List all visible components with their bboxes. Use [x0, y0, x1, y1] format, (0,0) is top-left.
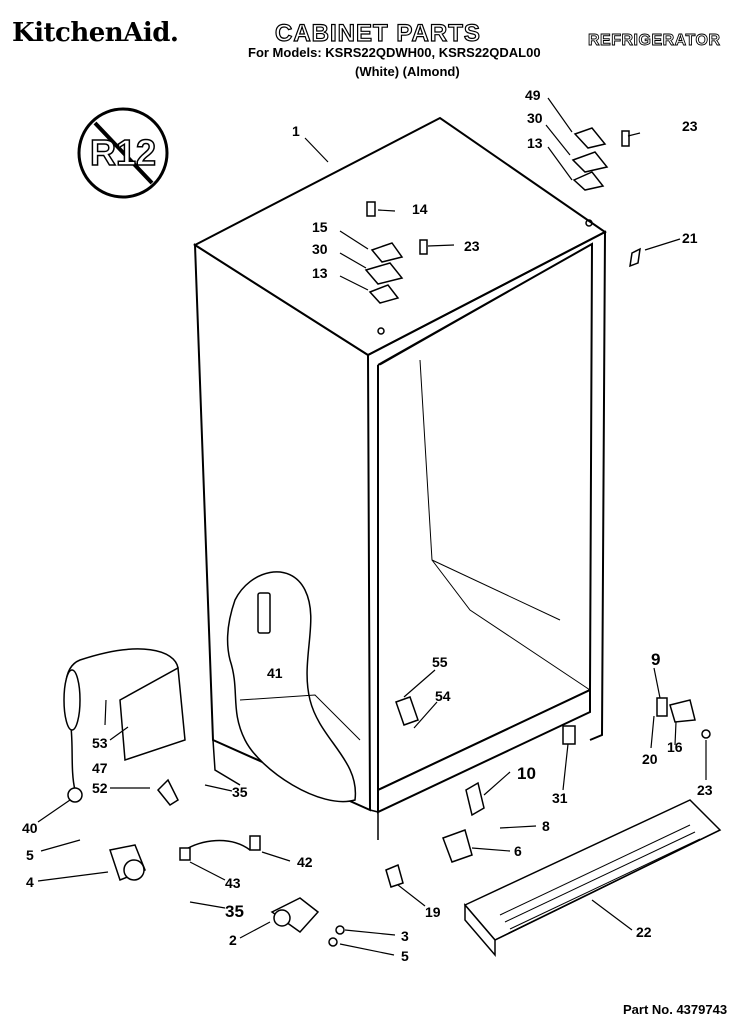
- brand-logo: KitchenAid.: [12, 18, 179, 48]
- callout-23-right: 23: [697, 782, 713, 798]
- callout-40: 40: [22, 820, 38, 836]
- callout-30-top-right: 30: [527, 110, 543, 126]
- callout-54: 54: [435, 688, 451, 704]
- callout-42: 42: [297, 854, 313, 870]
- callout-5-bottom: 5: [401, 948, 409, 964]
- callout-52: 52: [92, 780, 108, 796]
- callout-47: 47: [92, 760, 108, 776]
- callout-30-top-left: 30: [312, 241, 328, 257]
- callout-20: 20: [642, 751, 658, 767]
- r12-badge: R12: [77, 107, 169, 199]
- callout-53: 53: [92, 735, 108, 751]
- callout-49: 49: [525, 87, 541, 103]
- callout-5-left: 5: [26, 847, 34, 863]
- callout-14: 14: [412, 201, 428, 217]
- front-parts: [385, 696, 711, 888]
- leader-lines: [37, 97, 707, 956]
- callout-23-top-left: 23: [464, 238, 480, 254]
- callout-2: 2: [229, 932, 237, 948]
- callout-35-lower: 35: [225, 902, 244, 921]
- compressor-parts: [63, 648, 345, 947]
- callout-4: 4: [26, 874, 34, 890]
- callout-10: 10: [517, 764, 536, 783]
- callout-55: 55: [432, 654, 448, 670]
- page-title: CABINET PARTS: [274, 19, 481, 47]
- callout-9: 9: [651, 650, 660, 669]
- callout-13-top-left: 13: [312, 265, 328, 281]
- callout-35-upper: 35: [232, 784, 248, 800]
- callout-13-top-right: 13: [527, 135, 543, 151]
- callout-1: 1: [292, 123, 300, 139]
- r12-badge-label: R12: [90, 132, 156, 173]
- callout-3: 3: [401, 928, 409, 944]
- callout-41: 41: [267, 665, 283, 681]
- callout-23-top-right: 23: [682, 118, 698, 134]
- model-list: For Models: KSRS22QDWH00, KSRS22QDAL00: [248, 45, 541, 60]
- callout-15: 15: [312, 219, 328, 235]
- callout-22: 22: [636, 924, 652, 940]
- callout-43: 43: [225, 875, 241, 891]
- model-variants: (White) (Almond): [355, 64, 460, 79]
- callout-31: 31: [552, 790, 568, 806]
- callout-19: 19: [425, 904, 441, 920]
- toe-grille: [463, 799, 722, 958]
- callout-21: 21: [682, 230, 698, 246]
- cabinet-body: [192, 116, 607, 840]
- callout-8: 8: [542, 818, 550, 834]
- part-number: Part No. 4379743: [623, 1002, 728, 1017]
- category-label: REFRIGERATOR: [588, 32, 721, 50]
- callout-16: 16: [667, 739, 683, 755]
- callout-6: 6: [514, 843, 522, 859]
- top-hinge-assembly: [364, 127, 641, 335]
